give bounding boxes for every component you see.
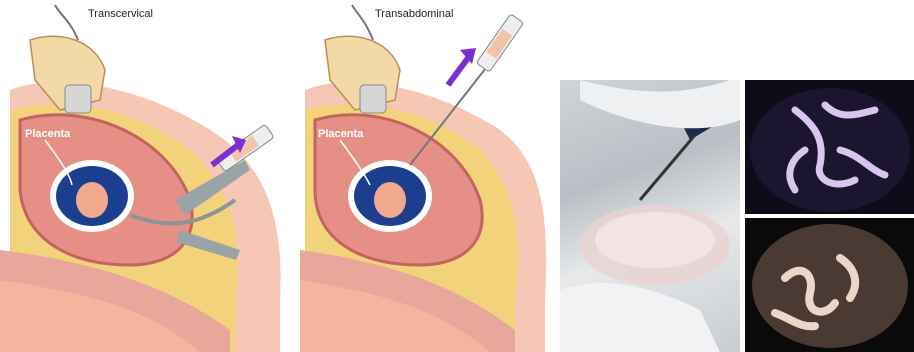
lab-dissection-photo <box>560 80 740 352</box>
ultrasound-probe-icon <box>360 85 386 113</box>
ultrasound-probe-icon <box>65 85 91 113</box>
transabdominal-placenta-label: Placenta <box>318 128 363 140</box>
transabdominal-anatomy-drawing <box>300 0 550 352</box>
syringe-icon <box>476 14 524 72</box>
transabdominal-illustration: Transabdominal Placenta <box>300 0 550 352</box>
chorionic-villi-photo-bottom <box>745 218 914 352</box>
transcervical-anatomy-drawing <box>0 0 300 352</box>
chorionic-villi-photo-top <box>745 80 914 214</box>
transcervical-placenta-label: Placenta <box>25 128 70 140</box>
transcervical-illustration: Transcervical Placenta <box>0 0 300 352</box>
gloved-hand <box>560 283 720 352</box>
aspiration-arrow-icon <box>448 58 468 85</box>
